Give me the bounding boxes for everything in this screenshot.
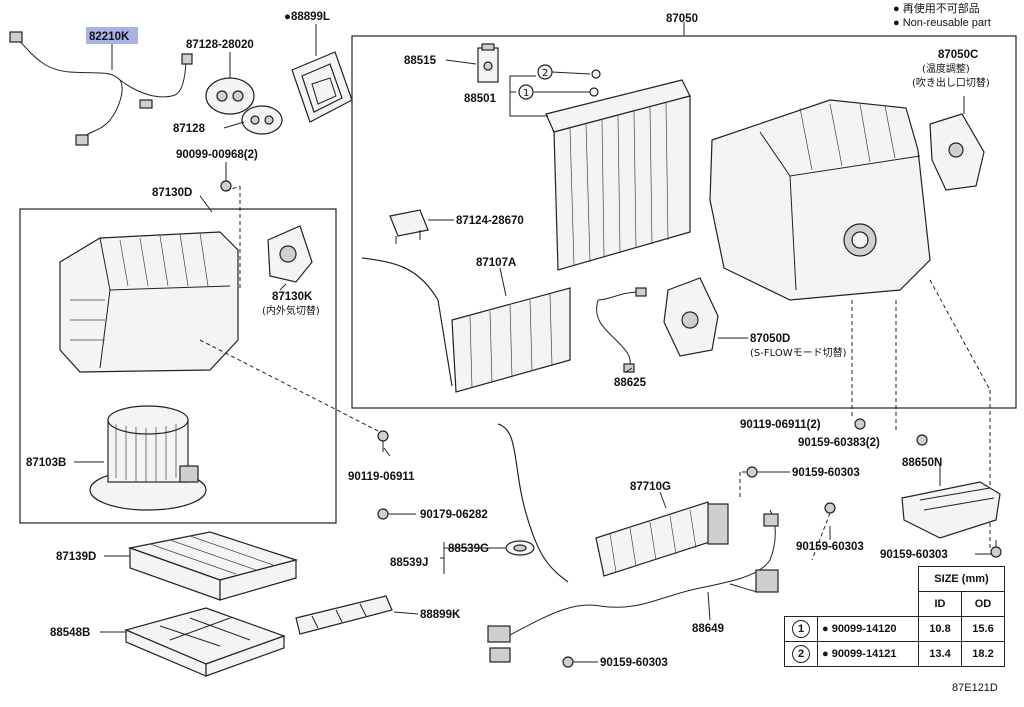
label-87050d-note: (S-FLOWモード切替) bbox=[750, 346, 847, 359]
screw-90159-60303-a bbox=[746, 466, 758, 478]
label-87050c-note2: (吹き出し口切替) bbox=[912, 76, 990, 89]
ref-1-text: 1 bbox=[523, 88, 529, 99]
label-82210k: 82210K bbox=[89, 31, 130, 43]
label-88515: 88515 bbox=[404, 55, 437, 67]
highlight-82210k bbox=[86, 27, 138, 44]
actuator-87050d bbox=[663, 277, 719, 357]
size-row-id: 13.4 bbox=[918, 641, 962, 667]
blower-motor-87103b bbox=[89, 405, 207, 511]
legend: ● 再使用不可部品 ● Non-reusable part bbox=[893, 2, 991, 30]
label-87050c: 87050C bbox=[938, 49, 978, 61]
expansion-valve-88515 bbox=[477, 43, 499, 83]
label-90119-06911: 90119-06911 bbox=[348, 471, 415, 483]
group-box-87130d bbox=[19, 208, 337, 524]
size-row-od: 15.6 bbox=[961, 616, 1005, 642]
o-ring-2 bbox=[591, 69, 601, 79]
screw-90099-00968 bbox=[220, 168, 232, 192]
wire-harness-88649 bbox=[487, 509, 779, 663]
actuator-87130k bbox=[267, 225, 313, 283]
label-90179-06282: 90179-06282 bbox=[420, 509, 488, 521]
size-col-id: ID bbox=[918, 591, 962, 617]
label-87050c-note1: (温度調整) bbox=[922, 62, 970, 75]
label-90159-60303-d: 90159-60303 bbox=[880, 549, 948, 561]
label-90159-60303-a: 90159-60303 bbox=[792, 467, 860, 479]
label-87050: 87050 bbox=[666, 13, 698, 25]
screw-90119-06911 bbox=[377, 430, 389, 452]
label-90119-06911-2: 90119-06911(2) bbox=[740, 419, 821, 431]
screw-90159-60303-c bbox=[562, 656, 574, 668]
washer-90179-06282 bbox=[377, 508, 389, 520]
size-col-od: OD bbox=[961, 591, 1005, 617]
label-88899k: 88899K bbox=[420, 609, 461, 621]
label-87050d: 87050D bbox=[750, 333, 790, 345]
leader-lines bbox=[74, 22, 991, 663]
size-row-ref: 1 bbox=[784, 616, 818, 642]
seal-88899k bbox=[295, 595, 393, 635]
blower-housing-87130d bbox=[59, 231, 239, 373]
legend-line-ja: ● 再使用不可部品 bbox=[893, 3, 980, 15]
label-90159-60303-b: 90159-60303 bbox=[796, 541, 864, 553]
size-row-ref: 2 bbox=[784, 641, 818, 667]
grommet-87128-28020 bbox=[205, 77, 255, 115]
size-table: SIZE (mm) ID OD 1 ● 90099-14120 10.8 15.… bbox=[784, 566, 1005, 667]
label-88650n: 88650N bbox=[902, 457, 942, 469]
clip-87124-28670 bbox=[389, 209, 429, 244]
ref-circle-2 bbox=[537, 64, 553, 80]
label-87128-28020: 87128-28020 bbox=[186, 39, 254, 51]
grommet-87128 bbox=[241, 105, 283, 135]
legend-line-en: ● Non-reusable part bbox=[893, 17, 991, 29]
label-87130d: 87130D bbox=[152, 187, 192, 199]
label-87130k: 87130K bbox=[272, 291, 313, 303]
size-row-part: ● 90099-14121 bbox=[817, 641, 919, 667]
label-90159-60303-c: 90159-60303 bbox=[600, 657, 668, 669]
label-88625: 88625 bbox=[614, 377, 647, 389]
actuator-87050c bbox=[929, 113, 985, 191]
figure-code: 87E121D bbox=[952, 682, 998, 694]
label-87107a: 87107A bbox=[476, 257, 516, 269]
hvac-unit-87050 bbox=[709, 99, 931, 301]
size-row: 1 ● 90099-14120 10.8 15.6 bbox=[784, 616, 1005, 642]
heater-core-87107a bbox=[361, 257, 571, 393]
ref-circle-1 bbox=[518, 84, 534, 100]
label-90159-60383-2: 90159-60383(2) bbox=[798, 437, 880, 449]
screw-90159-60303-b bbox=[824, 502, 836, 514]
label-87139d: 87139D bbox=[56, 551, 96, 563]
screw-90159-60383-pair bbox=[916, 434, 928, 446]
label-90099-00968: 90099-00968(2) bbox=[176, 149, 258, 161]
label-88548b: 88548B bbox=[50, 627, 90, 639]
bracket-88650n bbox=[901, 481, 1001, 539]
screw-90159-60303-d bbox=[990, 540, 1002, 558]
frame-88548b bbox=[124, 607, 286, 677]
label-87124-28670: 87124-28670 bbox=[456, 215, 524, 227]
label-87710g: 87710G bbox=[630, 481, 671, 493]
seal-88899l bbox=[291, 51, 353, 123]
ref-2-text: 2 bbox=[542, 68, 548, 79]
label-88649: 88649 bbox=[692, 623, 724, 635]
filter-87139d bbox=[127, 531, 299, 601]
label-87130k-note: (内外気切替) bbox=[262, 304, 320, 317]
wire-harness-88625 bbox=[596, 287, 647, 373]
evaporator-88501 bbox=[545, 79, 691, 271]
size-row-part: ● 90099-14120 bbox=[817, 616, 919, 642]
size-row-od: 18.2 bbox=[961, 641, 1005, 667]
size-row: 2 ● 90099-14121 13.4 18.2 bbox=[784, 641, 1005, 667]
ptc-heater-87710g bbox=[595, 501, 729, 577]
screw-90119-06911-pair bbox=[854, 418, 866, 430]
label-88539g: 88539G bbox=[448, 543, 489, 555]
label-88539j: 88539J bbox=[390, 557, 428, 569]
label-87103b: 87103B bbox=[26, 457, 66, 469]
grommet-88539g bbox=[505, 540, 535, 556]
size-table-title: SIZE (mm) bbox=[918, 566, 1005, 592]
wire-harness-82210k bbox=[9, 31, 193, 146]
size-row-id: 10.8 bbox=[918, 616, 962, 642]
label-88501: 88501 bbox=[464, 93, 497, 105]
o-ring-1 bbox=[589, 87, 599, 97]
drain-hose-88539j bbox=[497, 423, 569, 583]
label-88899l: ●88899L bbox=[284, 11, 330, 23]
label-87128: 87128 bbox=[173, 123, 206, 135]
